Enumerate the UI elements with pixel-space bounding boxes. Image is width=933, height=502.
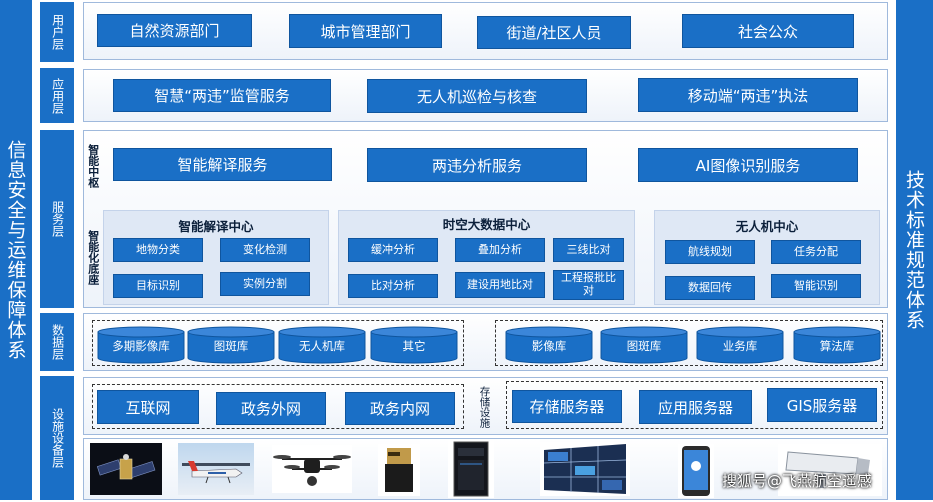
task-assignment-button[interactable]: 任务分配 bbox=[771, 240, 861, 264]
app-violation-supervision-button[interactable]: 智慧“两违”监管服务 bbox=[113, 79, 331, 112]
standards-system-label: 技术标准规范体系 bbox=[903, 170, 925, 330]
gov-intranet-button[interactable]: 政务内网 bbox=[345, 392, 455, 425]
database-group2-3[interactable]: 算法库 bbox=[793, 326, 881, 364]
drone-photo bbox=[272, 445, 352, 493]
smart-recognition-button[interactable]: 智能识别 bbox=[771, 274, 861, 298]
app-mobile-enforcement-button[interactable]: 移动端“两违”执法 bbox=[638, 78, 858, 112]
database-group1-0-label: 多期影像库 bbox=[112, 339, 170, 353]
aircraft-photo bbox=[178, 443, 254, 495]
database-group1-0[interactable]: 多期影像库 bbox=[97, 326, 185, 364]
gis-server-button[interactable]: GIS服务器 bbox=[767, 388, 877, 422]
data-layer-label: 数据层 bbox=[40, 313, 74, 371]
data-group-2-frame bbox=[495, 320, 883, 366]
security-system-bar: 信息安全与运维保障体系 bbox=[0, 0, 32, 500]
network-group-frame bbox=[92, 384, 464, 429]
app-drone-inspection-button[interactable]: 无人机巡检与核查 bbox=[367, 79, 587, 113]
data-group-1-frame bbox=[92, 320, 464, 366]
data-return-button[interactable]: 数据回传 bbox=[665, 276, 755, 300]
camera-photo bbox=[378, 444, 420, 496]
standards-system-bar: 技术标准规范体系 bbox=[896, 0, 933, 500]
land-classification-button[interactable]: 地物分类 bbox=[113, 238, 203, 262]
drone-center-title: 无人机中心 bbox=[735, 219, 799, 234]
database-group2-2-label: 业务库 bbox=[722, 339, 758, 353]
target-recognition-button[interactable]: 目标识别 bbox=[113, 274, 203, 298]
storage-facility-label: 存储设施 bbox=[478, 386, 491, 428]
service-layer-label: 服务层 bbox=[40, 130, 74, 308]
database-group1-2[interactable]: 无人机库 bbox=[278, 326, 366, 364]
hub-interpretation-service-button[interactable]: 智能解译服务 bbox=[113, 148, 332, 181]
satellite-photo bbox=[90, 443, 162, 495]
database-group1-3-label: 其它 bbox=[402, 339, 426, 353]
database-group1-3[interactable]: 其它 bbox=[370, 326, 458, 364]
user-community-staff-button[interactable]: 街道/社区人员 bbox=[477, 16, 631, 49]
construction-land-comparison-button[interactable]: 建设用地比对 bbox=[455, 272, 545, 298]
instance-segmentation-button[interactable]: 实例分割 bbox=[220, 272, 310, 296]
storage-server-button[interactable]: 存储服务器 bbox=[512, 390, 622, 423]
server-photo bbox=[448, 440, 494, 498]
hub-violation-analysis-button[interactable]: 两违分析服务 bbox=[367, 148, 587, 182]
phone-photo bbox=[678, 444, 714, 498]
comparison-analysis-button[interactable]: 比对分析 bbox=[348, 274, 438, 298]
video-wall-photo bbox=[540, 442, 630, 496]
route-planning-button[interactable]: 航线规划 bbox=[665, 240, 755, 264]
database-group2-0-label: 影像库 bbox=[531, 339, 567, 353]
app-layer-label: 应用层 bbox=[40, 68, 74, 123]
internet-button[interactable]: 互联网 bbox=[97, 390, 199, 424]
buffer-analysis-button[interactable]: 缓冲分析 bbox=[348, 238, 438, 262]
user-natural-resources-button[interactable]: 自然资源部门 bbox=[97, 14, 252, 47]
database-group2-2[interactable]: 业务库 bbox=[696, 326, 784, 364]
infra-layer-label: 设施设备层 bbox=[40, 376, 74, 500]
watermark-text: 搜狐号@飞燕航空遥感 bbox=[722, 472, 873, 490]
gov-extranet-button[interactable]: 政务外网 bbox=[216, 392, 326, 425]
user-layer-label: 用户层 bbox=[40, 2, 74, 62]
spatiotemporal-center-title: 时空大数据中心 bbox=[442, 217, 531, 232]
database-group2-3-label: 算法库 bbox=[819, 339, 855, 353]
database-group2-0[interactable]: 影像库 bbox=[505, 326, 593, 364]
project-approval-comparison-button[interactable]: 工程报批比对 bbox=[553, 270, 624, 300]
user-public-button[interactable]: 社会公众 bbox=[682, 14, 854, 48]
change-detection-button[interactable]: 变化检测 bbox=[220, 238, 310, 262]
database-group2-1[interactable]: 图斑库 bbox=[600, 326, 688, 364]
database-group1-1[interactable]: 图斑库 bbox=[187, 326, 275, 364]
interpretation-center-title: 智能解译中心 bbox=[178, 219, 254, 234]
smart-hub-label: 智能中枢 bbox=[86, 144, 100, 188]
server-group-frame bbox=[506, 381, 883, 429]
surveillance-camera-photo bbox=[778, 444, 882, 496]
three-line-comparison-button[interactable]: 三线比对 bbox=[553, 238, 624, 262]
database-group1-2-label: 无人机库 bbox=[299, 339, 345, 353]
overlay-analysis-button[interactable]: 叠加分析 bbox=[455, 238, 545, 262]
application-server-button[interactable]: 应用服务器 bbox=[639, 390, 752, 424]
database-group2-1-label: 图斑库 bbox=[626, 339, 662, 353]
security-system-label: 信息安全与运维保障体系 bbox=[4, 140, 27, 360]
hub-ai-image-recognition-button[interactable]: AI图像识别服务 bbox=[638, 148, 858, 182]
user-city-management-button[interactable]: 城市管理部门 bbox=[289, 14, 442, 48]
smart-base-label: 智能化底座 bbox=[86, 229, 100, 285]
database-group1-1-label: 图斑库 bbox=[213, 339, 249, 353]
